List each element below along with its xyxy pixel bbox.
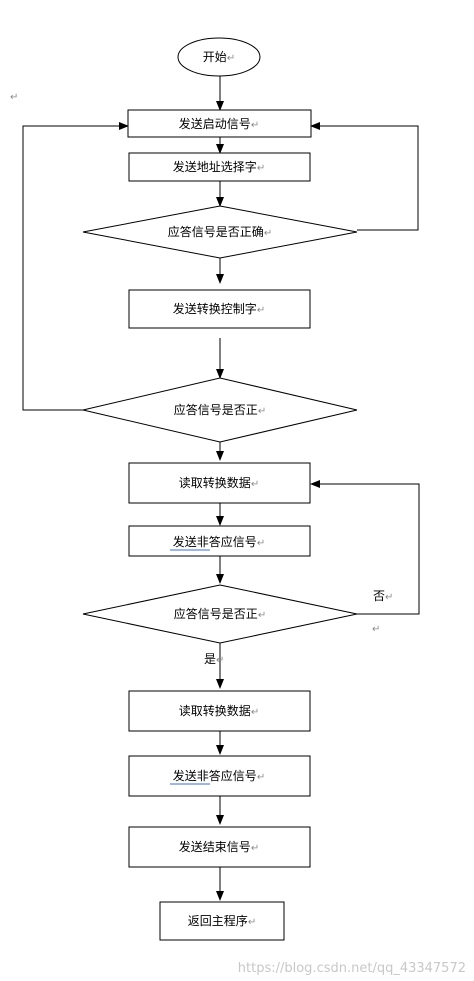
send-convert-control-label: 发送转换控制字↵	[173, 301, 265, 316]
send-start-signal-box: 发送启动信号↵	[127, 109, 312, 138]
check-ack-1-label: 应答信号是否正确↵	[168, 224, 272, 239]
read-data-1-box: 读取转换数据↵	[128, 462, 311, 504]
watermark: https://blog.csdn.net/qq_43347572	[238, 961, 466, 976]
send-address-select-box: 发送地址选择字↵	[128, 152, 311, 182]
return-mark-icon: ↵	[257, 305, 265, 316]
return-mark-icon: ↵	[227, 53, 235, 64]
return-main-label: 返回主程序↵	[188, 913, 256, 928]
return-mark-icon: ↵	[258, 406, 266, 417]
return-mark-icon: ↵	[257, 772, 265, 783]
send-nack-2-label: 发送非答应信号↵	[173, 768, 265, 783]
connectors	[22, 76, 420, 901]
return-mark-icon: ↵	[264, 228, 272, 239]
check-ack-3-label: 应答信号是否正↵	[174, 606, 266, 621]
return-mark-icon: ↵	[248, 917, 256, 928]
return-mark-icon: ↵	[10, 92, 18, 103]
read-data-2-label: 读取转换数据↵	[179, 703, 259, 718]
send-start-signal-label: 发送启动信号↵	[179, 116, 259, 131]
send-nack-1-label: 发送非答应信号↵	[173, 534, 265, 549]
loop-check1-retry	[310, 122, 419, 231]
send-stop-signal-box: 发送结束信号↵	[128, 826, 311, 868]
start-label: 开始↵	[203, 50, 235, 64]
send-nack-1-box: 发送非答应信号↵	[128, 525, 311, 557]
check-ack-3-decision: 应答信号是否正↵	[82, 584, 358, 644]
return-mark-icon: ↵	[251, 479, 259, 490]
send-convert-control-box: 发送转换控制字↵	[128, 289, 311, 329]
send-nack-2-box: 发送非答应信号↵	[128, 755, 311, 797]
loop-check3-retry	[310, 480, 420, 615]
check-ack-1-decision: 应答信号是否正确↵	[82, 205, 358, 259]
return-mark-icon: ↵	[385, 592, 393, 603]
send-address-select-label: 发送地址选择字↵	[173, 159, 265, 174]
return-mark-icon: ↵	[216, 655, 224, 666]
return-main-box: 返回主程序↵	[159, 901, 285, 941]
return-mark-icon: ↵	[251, 120, 259, 131]
start-node: 开始↵	[177, 37, 261, 77]
paragraph-marks: ↵ ↵	[10, 92, 380, 635]
return-mark-icon: ↵	[251, 843, 259, 854]
edge-label-no: 否↵	[373, 589, 393, 603]
read-data-2-box: 读取转换数据↵	[128, 690, 311, 732]
loop-check2-retry	[22, 122, 129, 411]
return-mark-icon: ↵	[258, 610, 266, 621]
return-mark-icon: ↵	[372, 624, 380, 635]
return-mark-icon: ↵	[251, 707, 259, 718]
check-ack-2-label: 应答信号是否正↵	[174, 402, 266, 417]
return-mark-icon: ↵	[257, 163, 265, 174]
read-data-1-label: 读取转换数据↵	[179, 475, 259, 490]
edge-label-yes: 是↵	[204, 652, 224, 666]
return-mark-icon: ↵	[257, 538, 265, 549]
send-stop-signal-label: 发送结束信号↵	[179, 839, 259, 854]
check-ack-2-decision: 应答信号是否正↵	[82, 377, 358, 443]
